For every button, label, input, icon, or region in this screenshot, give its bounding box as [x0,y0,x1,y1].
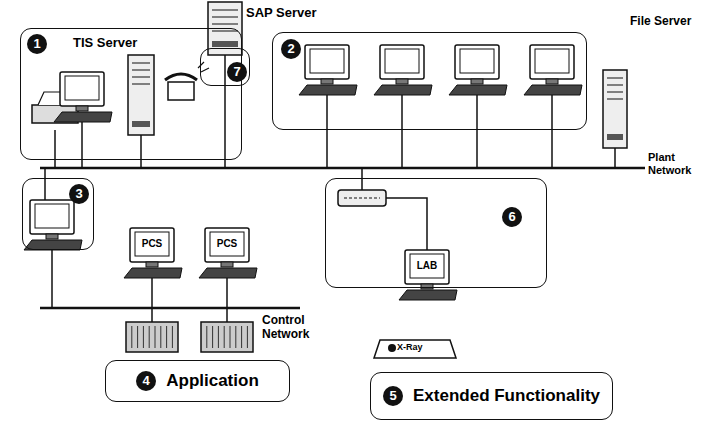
screen-label: PCS [210,238,244,250]
device-label: SAP Server [246,5,317,20]
pc-icon [54,72,112,122]
group-box: 4 Application [105,360,290,402]
network-label: Control Network [262,314,324,342]
callout-number: 2 [281,39,301,59]
pc-icon [124,228,182,278]
network-label: Plant Network [648,151,700,176]
group-box: SAP Server7 [200,48,250,86]
network-drops [45,55,615,322]
pc-icon [449,45,507,95]
modem-icon [338,190,386,206]
server-label: File Server [630,14,691,28]
plc-rack [126,322,178,352]
pc-icon [24,200,82,250]
callout-number: 1 [27,34,47,54]
callout-number: 4 [136,371,156,391]
group-box: 1 TIS Server [20,28,242,160]
pc-icon [199,228,257,278]
server-tower [603,70,627,148]
plant-network-line [40,167,645,170]
pc-icon [524,45,582,95]
group-box: 6 [325,178,547,288]
group-box: 3 [22,178,94,250]
pc-icon [399,250,457,300]
group-title: Application [166,371,259,391]
pc-icon [299,45,357,95]
server-tower [128,55,154,135]
callout-number: 3 [69,184,89,204]
device-label: X-Ray [397,342,423,352]
x-ray-device [374,340,456,358]
device-label: TIS Server [73,35,137,50]
control-network-line [40,307,300,310]
plc-rack [201,322,253,352]
group-title: Extended Functionality [413,386,600,406]
callout-number: 6 [502,207,522,227]
group-box: 5 Extended Functionality [370,372,613,420]
group-box: 2 [272,32,587,130]
telephone-icon [165,62,209,100]
pc-icon [374,45,432,95]
screen-label: PCS [135,238,169,250]
callout-number: 5 [383,386,403,406]
screen-label: LAB [410,260,444,272]
callout-number: 7 [227,62,247,82]
